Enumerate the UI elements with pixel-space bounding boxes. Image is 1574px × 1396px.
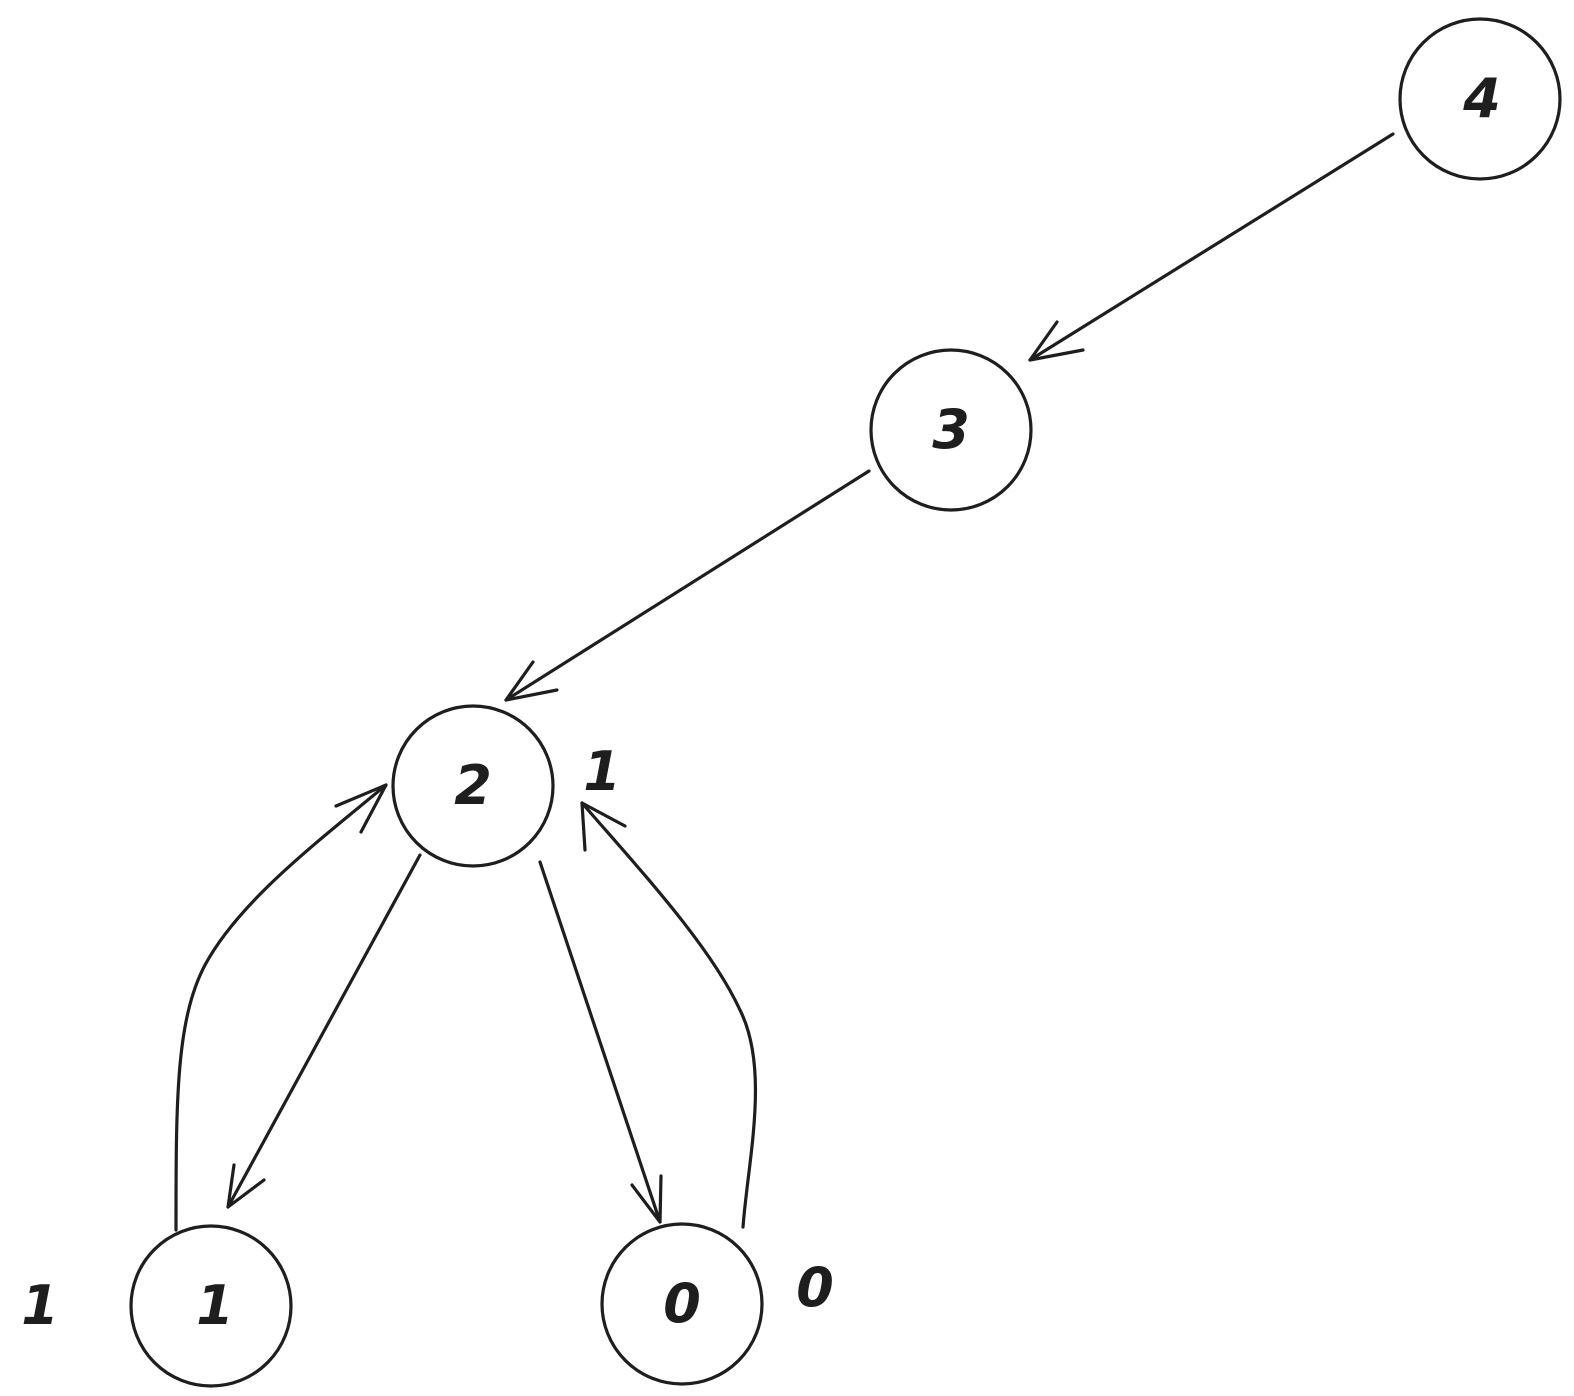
- node-2-annotation: 1: [583, 740, 621, 803]
- node-circle: [869, 348, 1033, 512]
- edge-4-to-3: [1028, 132, 1395, 362]
- edge-0-to-2: [580, 801, 758, 1229]
- node-label: 0: [663, 1272, 701, 1335]
- node-2[interactable]: 2: [391, 704, 555, 868]
- node-label: 4: [1462, 67, 1501, 130]
- edge-2-to-0: [538, 860, 663, 1224]
- node-label: 1: [196, 1274, 234, 1337]
- node-label: 2: [454, 754, 492, 817]
- node-circle: [600, 1222, 764, 1386]
- node-circle: [391, 704, 555, 868]
- edge-2-to-1: [226, 853, 422, 1209]
- node-1-annotation: 1: [21, 1274, 59, 1337]
- node-circle: [1398, 17, 1562, 181]
- edge-3-to-2: [504, 469, 871, 702]
- node-0-annotation: 0: [796, 1256, 834, 1319]
- node-4[interactable]: 4: [1398, 17, 1562, 181]
- node-circle: [129, 1224, 293, 1388]
- node-1[interactable]: 1: [129, 1224, 293, 1388]
- node-3[interactable]: 3: [869, 348, 1033, 512]
- node-label: 3: [932, 398, 970, 461]
- edge-1-to-2: [174, 783, 388, 1232]
- node-0[interactable]: 0: [600, 1222, 764, 1386]
